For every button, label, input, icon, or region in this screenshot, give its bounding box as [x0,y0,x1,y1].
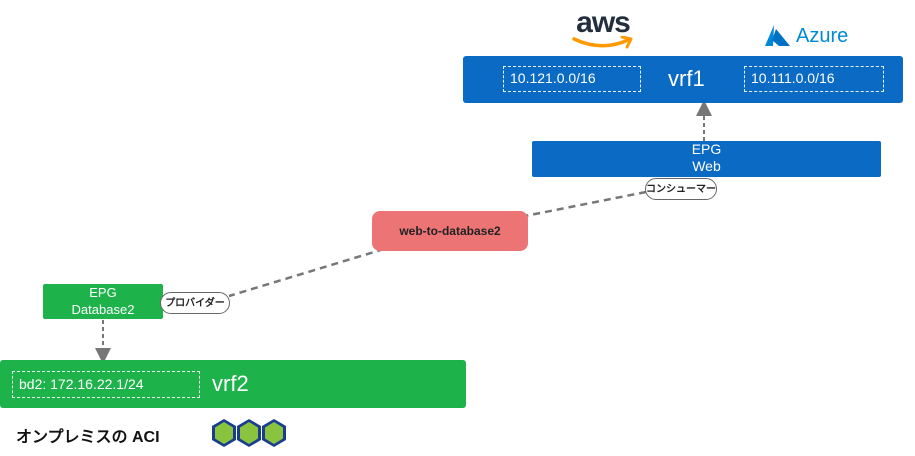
provider-badge: プロバイダー [160,292,230,314]
epg-web-block: EPG Web [532,141,881,177]
vrf1-block: 10.121.0.0/16 vrf1 10.111.0.0/16 [463,56,903,103]
onprem-aci-caption: オンプレミスの ACI [16,429,160,446]
vrf2-label: vrf2 [212,371,249,396]
aws-smile-icon [572,36,633,49]
epg-db-line2: Database2 [71,302,135,317]
epg-database2-block: EPG Database2 [43,284,163,319]
contract-to-provider-line [228,247,385,298]
azure-cidr-box: 10.111.0.0/16 [744,66,884,92]
aws-logo: aws [568,8,638,54]
azure-a-icon [765,25,790,46]
azure-logo: Azure [762,22,848,50]
contract-web-to-database2: web-to-database2 [372,211,528,251]
epg-web-line1: EPG [691,141,722,157]
vrf2-block: bd2: 172.16.22.1/24 vrf2 [0,360,466,408]
aci-logo-icon [212,419,286,447]
aws-logo-text: aws [576,6,631,39]
vrf1-label: vrf1 [668,66,705,91]
bd2-box: bd2: 172.16.22.1/24 [12,371,200,398]
azure-logo-text: Azure [796,24,849,47]
consumer-badge: コンシューマー [645,178,717,200]
epg-web-line2: Web [692,158,721,174]
epg-db-line1: EPG [89,285,117,300]
consumer-to-contract-line [514,190,647,220]
aws-cidr-box: 10.121.0.0/16 [503,66,641,92]
